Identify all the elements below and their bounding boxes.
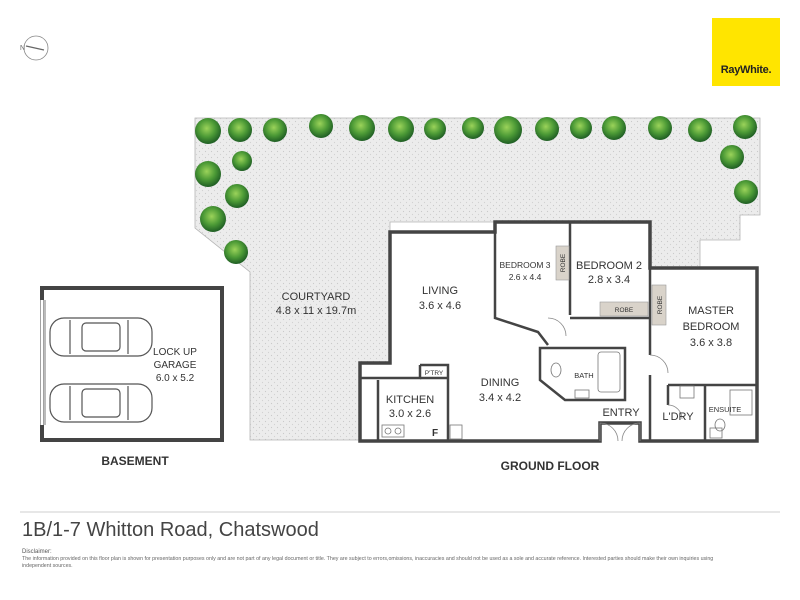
tree-icon	[494, 116, 522, 144]
interior-walls	[360, 222, 757, 441]
bedroom3-dims: 2.6 x 4.4	[509, 272, 542, 282]
entry-label: ENTRY	[602, 407, 640, 419]
car-icon	[49, 317, 153, 357]
robe-master	[651, 284, 667, 326]
dining-dims: 3.4 x 4.2	[479, 392, 521, 404]
ground-floor-title: GROUND FLOOR	[501, 459, 600, 473]
tree-icon	[232, 151, 252, 171]
tree-icon	[224, 240, 248, 264]
tree-icon	[688, 118, 712, 142]
logo-text: RayWhite.	[720, 64, 772, 76]
doors	[547, 317, 683, 442]
garage-label-1: LOCK UP	[153, 347, 197, 358]
compass-north-label: N	[20, 45, 25, 52]
tree-icon	[195, 161, 221, 187]
basement-title: BASEMENT	[101, 454, 169, 468]
garage-dims: 6.0 x 5.2	[156, 373, 195, 384]
garage-label-2: GARAGE	[154, 360, 197, 371]
disclaimer-heading: Disclaimer:	[22, 549, 52, 555]
bedroom2-dims: 2.8 x 3.4	[588, 274, 630, 286]
robe-bedroom3	[555, 245, 570, 281]
fixtures	[381, 351, 753, 440]
disclaimer-text: The information provided on this floor p…	[22, 556, 714, 569]
tree-icon	[225, 184, 249, 208]
bedroom3-label: BEDROOM 3	[499, 260, 550, 270]
kitchen-label: KITCHEN	[386, 394, 434, 406]
tree-icon	[602, 116, 626, 140]
tree-icon	[424, 118, 446, 140]
tree-icon	[195, 118, 221, 144]
tree-icon	[309, 114, 333, 138]
master-label-2: BEDROOM	[683, 321, 740, 333]
tree-icon	[535, 117, 559, 141]
compass-icon: N	[20, 35, 49, 61]
robe-bedroom3-label: ROBE	[560, 253, 567, 272]
tree-icon	[349, 115, 375, 141]
courtyard-label: COURTYARD	[282, 291, 351, 303]
fridge-label: F	[432, 428, 438, 439]
tree-icon	[648, 116, 672, 140]
tree-icon	[462, 117, 484, 139]
master-dims: 3.6 x 3.8	[690, 337, 732, 349]
tree-icon	[720, 145, 744, 169]
tree-icon	[388, 116, 414, 142]
robe-bedroom2-label: ROBE	[615, 307, 634, 314]
bedroom2-label: BEDROOM 2	[576, 260, 642, 272]
pantry-label: P'TRY	[425, 370, 444, 377]
laundry-label: L'DRY	[662, 411, 694, 423]
tree-icon	[200, 206, 226, 232]
living-label: LIVING	[422, 285, 458, 297]
ensuite-label: ENSUITE	[709, 405, 742, 414]
bath-label: BATH	[574, 371, 593, 380]
master-label-1: MASTER	[688, 305, 734, 317]
property-title: 1B/1-7 Whitton Road, Chatswood	[22, 519, 319, 541]
robe-bedroom2	[599, 301, 649, 317]
car-icon	[49, 383, 153, 423]
dining-label: DINING	[481, 377, 520, 389]
living-dims: 3.6 x 4.6	[419, 300, 461, 312]
garage	[40, 286, 224, 442]
tree-icon	[734, 180, 758, 204]
raywhite-logo: RayWhite.	[712, 18, 780, 86]
tree-icon	[570, 117, 592, 139]
room-labels: LOCK UP GARAGE 6.0 x 5.2 COURTYARD 4.8 x…	[153, 253, 741, 439]
robe-master-label: ROBE	[657, 295, 664, 314]
trees	[195, 114, 758, 264]
tree-icon	[733, 115, 757, 139]
kitchen-dims: 3.0 x 2.6	[389, 408, 431, 420]
tree-icon	[263, 118, 287, 142]
courtyard-dims: 4.8 x 11 x 19.7m	[276, 305, 357, 317]
tree-icon	[228, 118, 252, 142]
